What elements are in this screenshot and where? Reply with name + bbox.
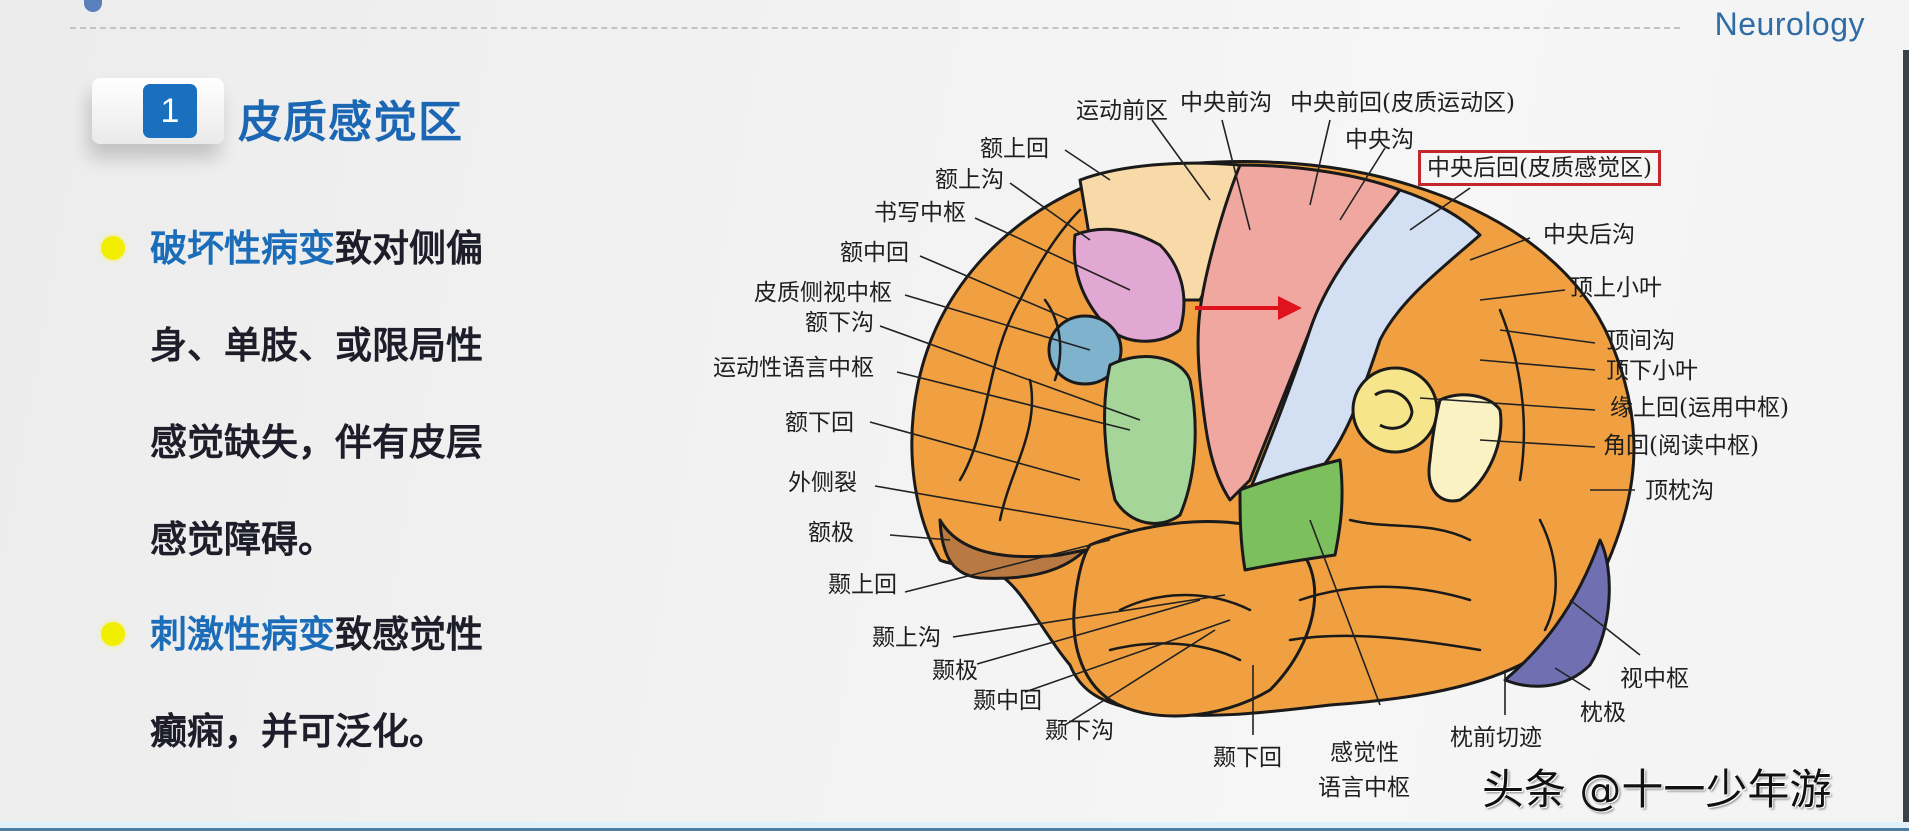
label-supramarginal-gyrus: 缘上回(运用中枢) xyxy=(1610,395,1789,421)
bottom-glow xyxy=(0,822,1909,828)
label-visual-center: 视中枢 xyxy=(1620,666,1689,692)
bottom-bar xyxy=(0,828,1909,831)
label-frontal-eye-field: 皮质侧视中枢 xyxy=(754,280,892,306)
bullet-dot-icon xyxy=(101,622,125,646)
section-number-badge: 1 xyxy=(143,84,197,138)
label-middle-frontal-gyrus: 额中回 xyxy=(840,240,909,266)
section-title: 皮质感觉区 xyxy=(238,97,463,148)
label-inferior-frontal-sulcus: 额下沟 xyxy=(805,310,874,336)
label-postcentral-sulcus: 中央后沟 xyxy=(1543,222,1635,248)
bullet-2-highlight: 刺激性病变 xyxy=(150,613,335,656)
frontal-pole xyxy=(938,518,1087,580)
writing-center xyxy=(1072,227,1186,343)
label-premotor-area: 运动前区 xyxy=(1076,98,1168,124)
bullet-1-text: 致对侧偏 xyxy=(335,227,483,270)
label-intraparietal-sulcus: 顶间沟 xyxy=(1606,328,1675,354)
supramarginal-gyrus xyxy=(1351,366,1439,454)
label-superior-temporal-sulcus: 颞上沟 xyxy=(872,625,941,651)
label-superior-parietal-lobule: 顶上小叶 xyxy=(1570,275,1662,301)
red-arrow-icon xyxy=(1195,296,1302,320)
bullet-1-line-1: 破坏性病变致对侧偏 xyxy=(150,230,483,267)
label-precentral-sulcus: 中央前沟 xyxy=(1180,90,1272,116)
label-superior-frontal-sulcus: 额上沟 xyxy=(935,167,1004,193)
brand-label: Neurology xyxy=(1714,6,1865,42)
label-angular-gyrus: 角回(阅读中枢) xyxy=(1603,433,1759,459)
watermark: 头条 @十一少年游 xyxy=(1482,765,1832,814)
postcentral-gyrus xyxy=(1248,188,1482,492)
label-central-sulcus: 中央沟 xyxy=(1345,127,1414,153)
label-inferior-temporal-sulcus: 颞下沟 xyxy=(1045,718,1114,744)
label-precentral-gyrus: 中央前回(皮质运动区) xyxy=(1290,90,1515,116)
bullet-1-line-3: 感觉缺失，伴有皮层 xyxy=(150,421,483,464)
window-edge xyxy=(1903,50,1909,831)
label-sensory-speech-center-line-1: 感觉性 xyxy=(1330,740,1399,766)
label-superior-frontal-gyrus: 额上回 xyxy=(980,136,1049,162)
bullet-1-highlight: 破坏性病变 xyxy=(150,227,335,270)
label-sensory-speech-center-line-2: 语言中枢 xyxy=(1318,775,1410,801)
label-preoccipital-notch: 枕前切迹 xyxy=(1450,725,1542,751)
label-inferior-parietal-lobule: 顶下小叶 xyxy=(1606,358,1698,384)
bullet-1-line-4: 感觉障碍。 xyxy=(150,518,335,561)
label-postcentral-gyrus-highlighted: 中央后回(皮质感觉区) xyxy=(1418,150,1661,187)
frontal-eye-field xyxy=(1047,314,1123,386)
label-lateral-fissure: 外侧裂 xyxy=(788,470,857,496)
label-writing-center: 书写中枢 xyxy=(874,200,966,226)
sensory-speech-center xyxy=(1238,458,1344,572)
bullet-1-line-2: 身、单肢、或限局性 xyxy=(150,324,483,367)
label-inferior-frontal-gyrus: 额下回 xyxy=(785,410,854,436)
label-motor-speech-center: 运动性语言中枢 xyxy=(713,355,874,381)
header-divider xyxy=(70,27,1680,29)
label-superior-temporal-gyrus: 颞上回 xyxy=(828,572,897,598)
visual-center xyxy=(1503,538,1611,688)
label-occipital-pole: 枕极 xyxy=(1580,700,1626,726)
bullet-dot-icon xyxy=(101,236,125,260)
decorative-dot xyxy=(84,0,102,12)
label-parieto-occipital-sulcus: 顶枕沟 xyxy=(1645,478,1714,504)
motor-speech-center xyxy=(1103,355,1197,525)
bullet-2-text: 致感觉性 xyxy=(335,613,483,656)
label-temporal-pole: 颞极 xyxy=(932,658,978,684)
label-inferior-temporal-gyrus: 颞下回 xyxy=(1213,745,1282,771)
bullet-2-line-2: 癫痫，并可泛化。 xyxy=(150,710,446,753)
label-middle-temporal-gyrus: 颞中回 xyxy=(973,688,1042,714)
bullet-2-line-1: 刺激性病变致感觉性 xyxy=(150,616,483,653)
label-frontal-pole: 额极 xyxy=(808,520,854,546)
angular-gyrus xyxy=(1427,393,1503,503)
